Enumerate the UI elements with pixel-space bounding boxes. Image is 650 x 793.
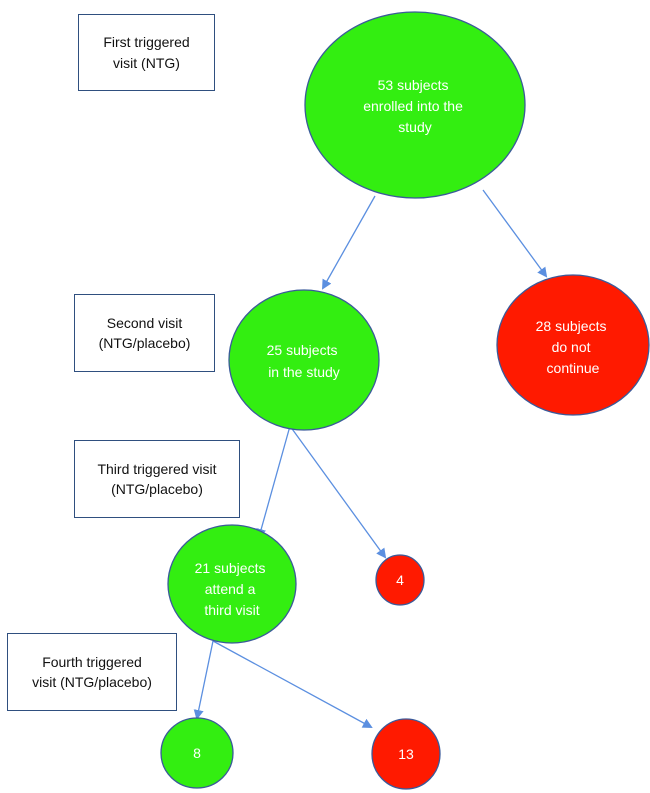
node-line: continue xyxy=(547,360,600,376)
arrow-second-to-third xyxy=(256,425,291,539)
node-dropped2: 4 xyxy=(375,554,425,606)
node-third-text: 21 subjects attend a third visit xyxy=(195,560,270,618)
node-line: in the study xyxy=(268,364,340,380)
node-second: 25 subjects in the study xyxy=(228,289,380,431)
visit-label-third: Third triggered visit (NTG/placebo) xyxy=(74,440,240,518)
arrow-enrolled-to-second xyxy=(322,195,376,290)
node-line: 21 subjects xyxy=(195,560,266,576)
arrow-second-to-dropped2 xyxy=(289,425,387,559)
node-line: attend a xyxy=(205,581,256,597)
node-line: 25 subjects xyxy=(267,342,338,358)
arrow-enrolled-to-dropped1 xyxy=(482,189,548,278)
node-dropped1-text: 28 subjects do not continue xyxy=(536,318,611,376)
node-line: enrolled into the xyxy=(363,98,463,114)
node-line: 28 subjects xyxy=(536,318,607,334)
node-line: study xyxy=(398,119,431,135)
arrow-third-to-fourth xyxy=(193,640,214,720)
node-line: do not xyxy=(552,339,591,355)
node-fourth-text: 8 xyxy=(193,745,201,761)
node-dropped2-text: 4 xyxy=(396,572,404,588)
visit-label-second: Second visit (NTG/placebo) xyxy=(74,294,215,372)
node-enrolled-text: 53 subjects enrolled into the study xyxy=(363,77,467,135)
arrow-third-to-dropped3 xyxy=(212,640,373,728)
node-third: 21 subjects attend a third visit xyxy=(167,524,297,644)
node-dropped3-text: 13 xyxy=(398,746,414,762)
node-line: 8 xyxy=(193,745,201,761)
visit-label-fourth: Fourth triggered visit (NTG/placebo) xyxy=(7,633,177,711)
node-enrolled: 53 subjects enrolled into the study xyxy=(304,11,526,199)
node-second-text: 25 subjects in the study xyxy=(267,342,342,380)
node-line: 53 subjects xyxy=(378,77,449,93)
node-line: 13 xyxy=(398,746,414,762)
visit-label-first: First triggered visit (NTG) xyxy=(78,14,215,91)
node-line: third visit xyxy=(204,602,259,618)
node-fourth: 8 xyxy=(160,717,234,789)
node-line: 4 xyxy=(396,572,404,588)
node-dropped1: 28 subjects do not continue xyxy=(496,274,650,416)
node-dropped3: 13 xyxy=(371,718,441,790)
